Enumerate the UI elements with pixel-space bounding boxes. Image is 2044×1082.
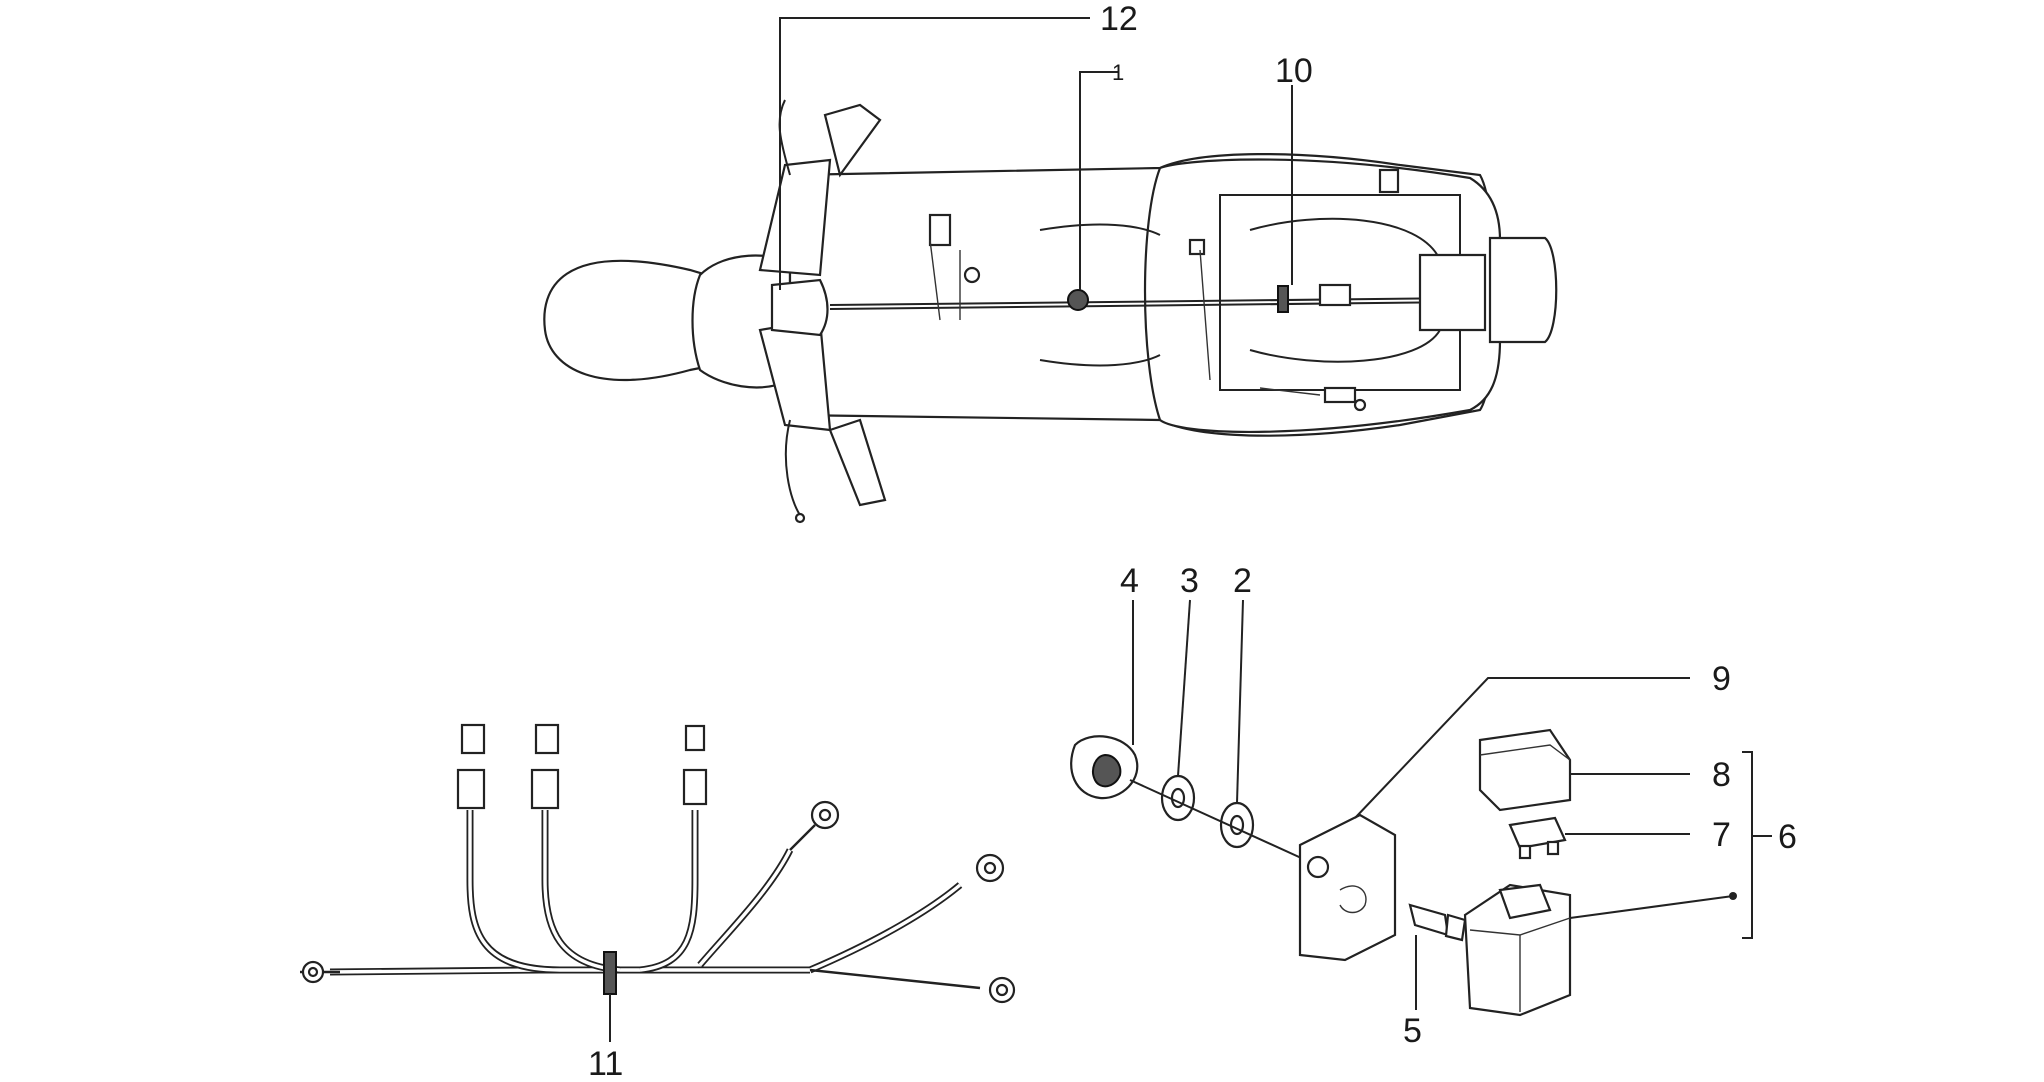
callout-labels: 12 1 10 4 3 2 9 8 7 6 5 11 bbox=[588, 0, 1797, 1082]
callout-10: 10 bbox=[1275, 52, 1313, 90]
callout-1: 1 bbox=[1112, 60, 1124, 85]
callout-9: 9 bbox=[1712, 660, 1731, 698]
scooter-top-view bbox=[543, 99, 1558, 524]
callout-2: 2 bbox=[1233, 562, 1252, 600]
callout-5: 5 bbox=[1403, 1012, 1422, 1050]
callout-12: 12 bbox=[1100, 0, 1138, 38]
callout-7: 7 bbox=[1712, 816, 1731, 854]
leader-lines bbox=[779, 17, 1772, 1010]
callout-6: 6 bbox=[1778, 818, 1797, 856]
callout-11: 11 bbox=[588, 1045, 623, 1082]
regulator-parts bbox=[1070, 728, 1572, 1017]
callout-3: 3 bbox=[1180, 562, 1199, 600]
wiring-harness bbox=[300, 723, 1016, 1042]
callout-4: 4 bbox=[1120, 562, 1139, 600]
callout-8: 8 bbox=[1712, 756, 1731, 794]
